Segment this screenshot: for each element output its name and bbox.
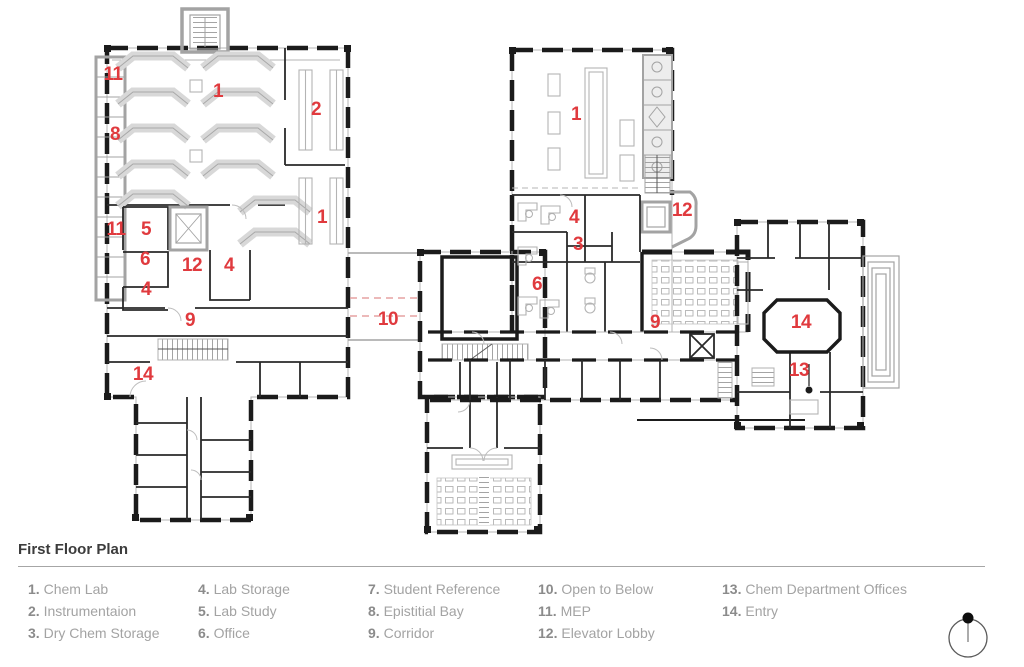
legend-column-3: 7. Student Reference 8. Epistitial Bay 9. …	[368, 578, 500, 644]
page-title: First Floor Plan	[18, 541, 129, 558]
lecture-wing	[424, 394, 543, 535]
legend-item: 4. Lab Storage	[198, 581, 290, 597]
legend-item: 11. MEP	[538, 603, 591, 619]
legend-columns: 1. Chem Lab 2. Instrumentaion 3. Dry Chem …	[0, 578, 1024, 658]
legend-divider	[18, 566, 985, 567]
north-arrow-icon	[948, 612, 988, 658]
legend-item: 1. Chem Lab	[28, 581, 109, 597]
lecture-hall	[640, 249, 751, 333]
legend-column-1: 1. Chem Lab 2. Instrumentaion 3. Dry Chem …	[28, 578, 160, 644]
east-wing	[734, 219, 900, 431]
legend-item: 10. Open to Below	[538, 581, 654, 597]
legend-item: 6. Office	[198, 625, 250, 641]
legend-item: 8. Epistitial Bay	[368, 603, 464, 619]
legend-item: 14. Entry	[722, 603, 779, 619]
legend-item: 5. Lab Study	[198, 603, 277, 619]
wall-corners	[104, 45, 864, 533]
legend-column-5: 13. Chem Department Offices 14. Entry	[722, 578, 907, 622]
legend-item: 13. Chem Department Offices	[722, 581, 907, 597]
entry-steps	[862, 255, 900, 389]
legend-item: 7. Student Reference	[368, 581, 501, 597]
legend-item: 3. Dry Chem Storage	[28, 625, 160, 641]
center-block	[417, 249, 548, 400]
legend-item: 2. Instrumentaion	[28, 603, 137, 619]
south-corridor	[428, 330, 805, 421]
left-building	[94, 7, 351, 523]
legend-item: 9. Corridor	[368, 625, 435, 641]
legend-column-2: 4. Lab Storage 5. Lab Study 6. Office	[198, 578, 290, 644]
legend-item: 12. Elevator Lobby	[538, 625, 655, 641]
legend-column-4: 10. Open to Below 11. MEP 12. Elevator Lob…	[538, 578, 655, 644]
bridge-open-to-below	[348, 252, 420, 341]
